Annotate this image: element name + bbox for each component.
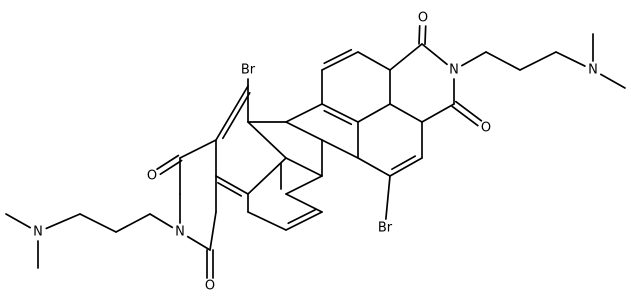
bond-c10-c5 (357, 103, 391, 123)
carbonyl-bond-o_l-a (156, 154, 180, 171)
bond-c17-c23 (285, 175, 323, 195)
bond-c21-c22 (215, 175, 249, 195)
bond-c26-c27 (247, 211, 287, 231)
bond-l1-l2 (115, 213, 151, 233)
bond-c13-c14 (321, 139, 359, 159)
carbonyl-bond-o_tr-b (418, 25, 421, 45)
bond-l2-l3 (79, 213, 117, 233)
bond-c1-n2 (421, 43, 448, 66)
bond-c32-c31 (209, 211, 217, 251)
bond-c12-br_b (385, 175, 391, 220)
atom-n-imide-left: N (175, 225, 185, 240)
aromatic-inner-c21-c22 (217, 181, 243, 197)
bond-c11-c12 (389, 157, 423, 177)
atom-label-layer: Br Br O O O O N N N N (33, 11, 598, 294)
atom-o-right: O (481, 121, 491, 136)
atom-o-left: O (147, 169, 157, 184)
bond-c16-c17 (285, 157, 323, 177)
carbonyl-bond-o_r-a (451, 105, 479, 127)
bond-layer (5, 25, 626, 279)
aromatic-inner-c20-c24 (222, 92, 251, 140)
bond-c3-c4 (421, 103, 455, 123)
bond-c23-c25 (285, 193, 323, 213)
atom-n-imide-right: N (449, 63, 459, 78)
bond-n2-r1 (460, 51, 487, 67)
carbonyl-bond-o_tr-a (424, 25, 427, 45)
bond-c24-c20 (215, 85, 249, 141)
bond-c14-c15 (285, 121, 323, 141)
aromatic-inner-c25-c26 (287, 208, 317, 225)
bond-c20-c28 (179, 139, 217, 159)
bond-r3-n_r (555, 51, 586, 67)
aromatic-inner-c11-c12 (391, 155, 417, 171)
aromatic-inner-c9-c10 (323, 109, 353, 126)
aromatic-inner-c7-c8 (323, 48, 353, 65)
bond-n_r-me_r2 (599, 73, 626, 89)
bond-r1-r2 (485, 51, 521, 71)
bond-c6-c7 (357, 51, 391, 71)
atom-br-top: Br (241, 63, 256, 78)
atom-o-top-right: O (418, 11, 428, 26)
atom-n-amine-right: N (588, 63, 598, 78)
bond-n_l-me_l1 (5, 213, 32, 229)
bond-c9-c10 (321, 103, 359, 123)
bond-c9-c15 (285, 103, 323, 123)
bond-c16-c22 (247, 157, 287, 195)
bond-c25-c26 (285, 211, 323, 231)
bond-c16-c19 (247, 121, 287, 159)
atom-br-bottom: Br (378, 221, 393, 236)
bond-l3-n_l (45, 213, 81, 230)
bond-r2-r3 (519, 51, 557, 71)
atom-n-amine-left: N (33, 225, 43, 240)
atom-o-bottom-left: O (205, 279, 215, 294)
carbonyl-bond-o_r-b (454, 100, 483, 122)
bond-n30-c31 (186, 235, 211, 251)
bond-c12-c13 (357, 157, 391, 177)
bond-c4-c5 (389, 103, 423, 123)
bond-c6-c1 (389, 43, 423, 71)
bond-n30-l1 (149, 213, 174, 229)
carbonyl-bond-o_l-b (159, 159, 183, 176)
bond-c7-c8 (321, 51, 359, 71)
